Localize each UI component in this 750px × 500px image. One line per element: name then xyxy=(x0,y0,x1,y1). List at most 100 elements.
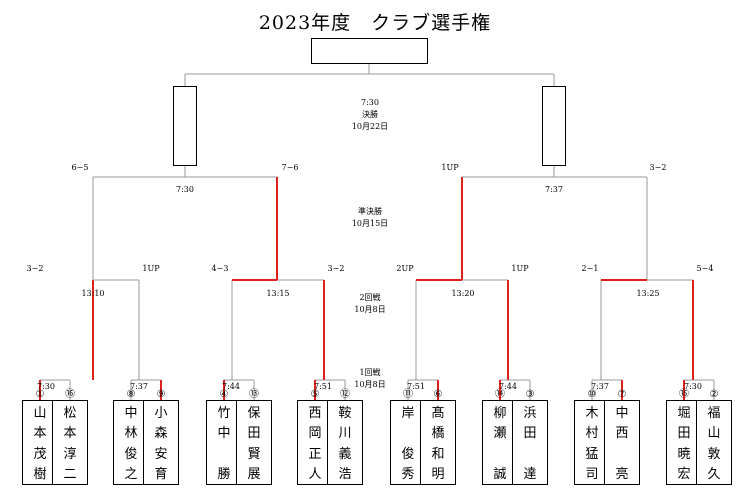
player-name-char: 茂 xyxy=(33,447,47,462)
semi2-time: 7:37 xyxy=(545,185,563,194)
player-name-char: 橋 xyxy=(431,426,445,441)
r2m3-right-score: 1UP xyxy=(511,264,529,273)
player-seed: ⑪ xyxy=(403,389,413,400)
r1m8-time: 7:30 xyxy=(684,382,702,391)
player-name-char: 小 xyxy=(154,406,168,421)
r2m4-time: 13:25 xyxy=(636,289,660,298)
player-name-char: 鞍 xyxy=(338,406,352,421)
final-round-name: 決勝 xyxy=(362,110,378,119)
player-name-char: 淳 xyxy=(63,447,77,462)
player-name-char: 中 xyxy=(217,426,231,441)
r2-date: 10月8日 xyxy=(354,305,386,314)
semi1-left-score: 6−5 xyxy=(71,163,89,172)
player-name-box: 福山敦久 xyxy=(696,400,732,485)
r1m1-time: 7:30 xyxy=(37,382,55,391)
player-name-box: 保田賢展 xyxy=(236,400,272,485)
player-name-char: 田 xyxy=(247,426,261,441)
player-name-char: 山 xyxy=(707,426,721,441)
player-name-char: 堀 xyxy=(677,406,691,421)
player-name-char: 林 xyxy=(124,426,138,441)
player-seed: ⑥ xyxy=(433,389,443,400)
player-name-char: 久 xyxy=(707,467,721,482)
final-date: 10月22日 xyxy=(351,122,389,131)
player-name-char: 西 xyxy=(308,406,322,421)
player-name-char: 樹 xyxy=(33,467,47,482)
player-name-char: 岸 xyxy=(401,406,415,421)
player-name-char: 賢 xyxy=(247,447,261,462)
player-name-char: 和 xyxy=(431,447,445,462)
r1m6-time: 7:44 xyxy=(499,382,517,391)
r2m4-right-score: 5−4 xyxy=(696,264,714,273)
player-name-char: 浜 xyxy=(523,406,537,421)
r2m4-left-score: 2−1 xyxy=(581,264,599,273)
r2m2-left-score: 4−3 xyxy=(211,264,229,273)
player-name-char: 福 xyxy=(707,406,721,421)
player-name-char: 岡 xyxy=(308,426,322,441)
player-name-box: 髙橋和明 xyxy=(420,400,456,485)
player-name-box: 松本淳二 xyxy=(52,400,88,485)
r1-date: 10月8日 xyxy=(354,380,386,389)
player-name-char: 川 xyxy=(338,426,352,441)
player-name-char: 司 xyxy=(585,467,599,482)
player-name-box: 鞍川義浩 xyxy=(327,400,363,485)
player-name-char: 田 xyxy=(677,426,691,441)
player-name-char: 髙 xyxy=(431,406,445,421)
player-name-char: 森 xyxy=(154,426,168,441)
player-seed: ⑦ xyxy=(617,389,627,400)
player-name-char: 義 xyxy=(338,447,352,462)
player-seed: ⑩ xyxy=(587,389,597,400)
player-name-char: 山 xyxy=(33,406,47,421)
player-name-char: 展 xyxy=(247,467,261,482)
semi-round-name: 準決勝 xyxy=(358,207,382,216)
player-name-char: 瀬 xyxy=(493,426,507,441)
champion-box xyxy=(311,38,428,64)
semi2-right-score: 3−2 xyxy=(649,163,667,172)
player-name-char: 本 xyxy=(33,426,47,441)
r1m2-time: 7:37 xyxy=(130,382,148,391)
player-name-char: 村 xyxy=(585,426,599,441)
player-name-char: 暁 xyxy=(677,447,691,462)
player-seed: ⑮ xyxy=(679,389,689,400)
r2m2-time: 13:15 xyxy=(266,289,290,298)
player-name-box: 中西亮 xyxy=(604,400,640,485)
player-name-char: 猛 xyxy=(585,447,599,462)
player-name-char: 浩 xyxy=(338,467,352,482)
semi2-left-score: 1UP xyxy=(441,163,459,172)
player-name-char: 誠 xyxy=(493,467,507,482)
player-name-char: 秀 xyxy=(401,467,415,482)
player-name-char: 松 xyxy=(63,406,77,421)
player-seed: ⑧ xyxy=(126,389,136,400)
player-name-char: 木 xyxy=(585,406,599,421)
r2m3-time: 13:20 xyxy=(451,289,475,298)
r2m2-right-score: 3−2 xyxy=(327,264,345,273)
player-name-char: 柳 xyxy=(493,406,507,421)
r2m1-left-score: 3−2 xyxy=(26,264,44,273)
player-seed: ③ xyxy=(525,389,535,400)
player-name-char: 之 xyxy=(124,467,138,482)
player-name-char: 中 xyxy=(124,406,138,421)
player-name-char: 勝 xyxy=(217,467,231,482)
player-name-char: 人 xyxy=(308,467,322,482)
semi1-right-score: 7−6 xyxy=(281,163,299,172)
final-time: 7:30 xyxy=(361,98,379,107)
player-name-char: 安 xyxy=(154,447,168,462)
player-name-char: 保 xyxy=(247,406,261,421)
page-title: 2023年度 クラブ選手権 xyxy=(258,12,492,34)
player-name-char: 俊 xyxy=(401,447,415,462)
r2m1-right-score: 1UP xyxy=(142,264,160,273)
player-seed: ⑯ xyxy=(65,389,75,400)
player-name-box: 小森安育 xyxy=(143,400,179,485)
player-name-char: 中 xyxy=(615,406,629,421)
player-name-char: 正 xyxy=(308,447,322,462)
player-name-char: 明 xyxy=(431,467,445,482)
player-seed: ⑭ xyxy=(495,389,505,400)
player-seed: ⑨ xyxy=(156,389,166,400)
player-seed: ② xyxy=(709,389,719,400)
player-name-char: 敦 xyxy=(707,447,721,462)
finalist-box-right xyxy=(542,86,566,166)
player-name-char: 宏 xyxy=(677,467,691,482)
player-name-char: 田 xyxy=(523,426,537,441)
player-name-char: 西 xyxy=(615,426,629,441)
